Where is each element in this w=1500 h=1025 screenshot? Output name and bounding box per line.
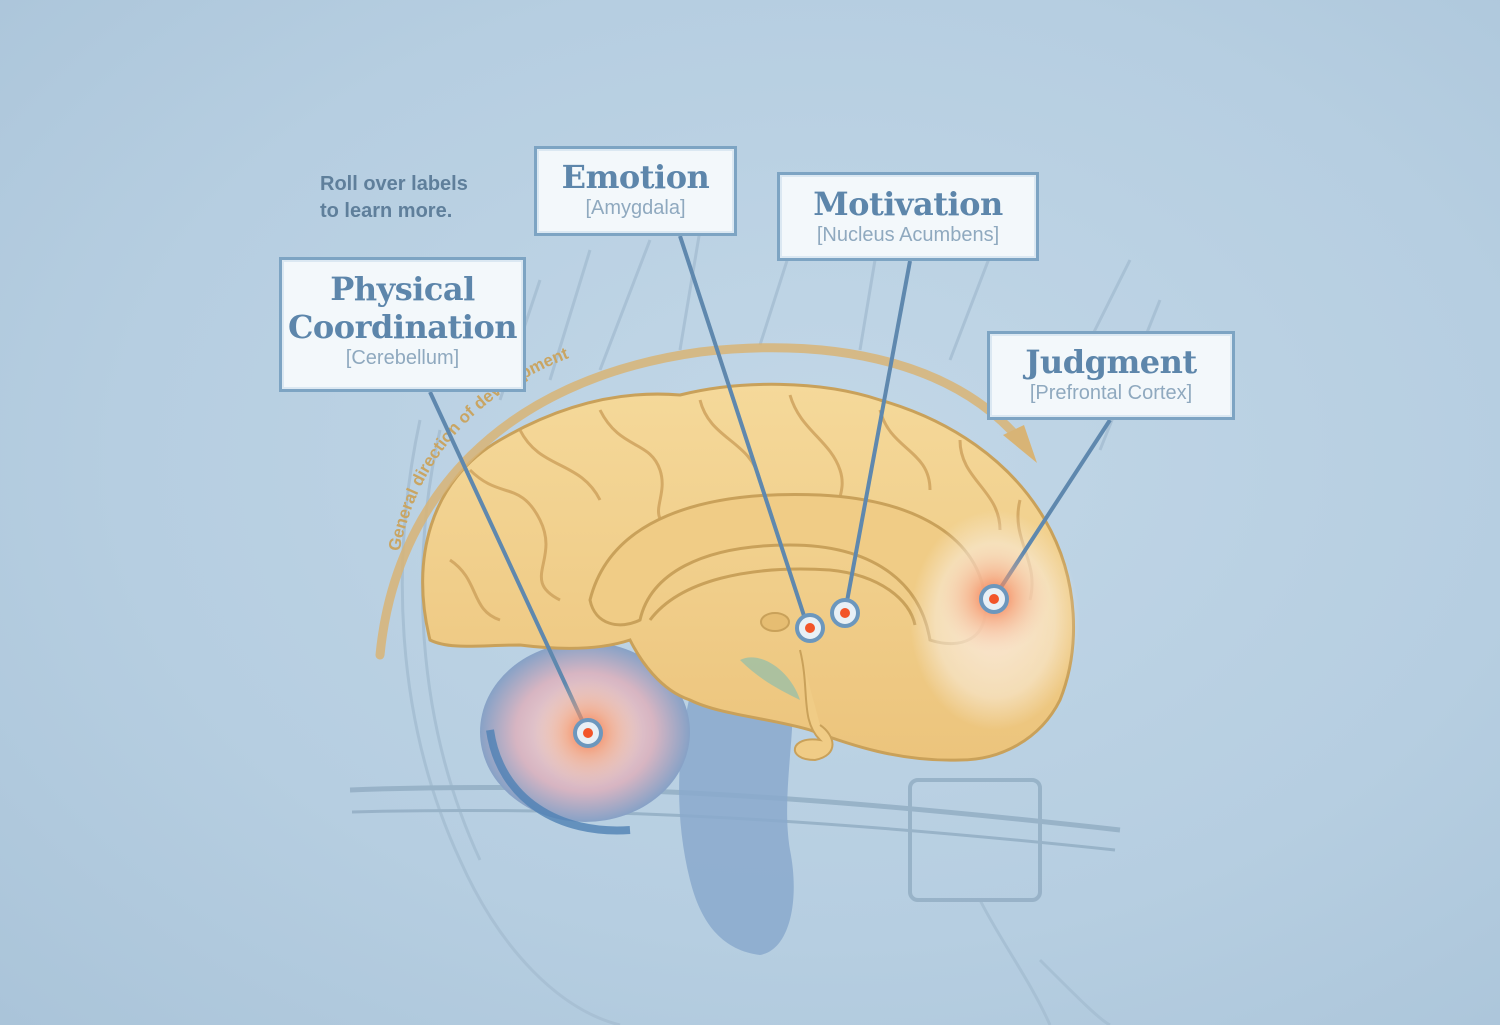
instructions-line-2: to learn more. [320, 200, 453, 222]
label-judgment[interactable]: Judgment [Prefrontal Cortex] [987, 331, 1235, 420]
instructions-line-1: Roll over labels [320, 173, 468, 195]
label-subtitle-nucleus-acumbens: [Nucleus Acumbens] [816, 224, 1000, 246]
label-title-coordination: Coordination [287, 308, 518, 346]
label-motivation[interactable]: Motivation [Nucleus Acumbens] [777, 172, 1039, 261]
leader-line-emotion [678, 235, 810, 629]
label-emotion[interactable]: Emotion [Amygdala] [534, 146, 737, 236]
label-title-physical: Physical [330, 270, 475, 308]
development-arrowhead [1003, 425, 1037, 463]
development-arrow [375, 343, 1025, 660]
brainstem [679, 660, 794, 955]
label-physical-coordination[interactable]: Physical Coordination [Cerebellum] [279, 257, 526, 392]
hotspot-prefrontal [979, 584, 1009, 614]
label-subtitle-amygdala: [Amygdala] [585, 197, 686, 219]
hotspot-cerebellum [573, 718, 603, 748]
hotspot-nucleus-acumbens [830, 598, 860, 628]
label-title-motivation: Motivation [813, 185, 1003, 223]
label-title-emotion: Emotion [561, 158, 710, 196]
label-title-judgment: Judgment [1025, 343, 1197, 381]
label-subtitle-cerebellum: [Cerebellum] [345, 347, 460, 369]
instructions-text: Roll over labels to learn more. [320, 171, 560, 225]
hotspots [533, 543, 1049, 788]
hotspot-amygdala [795, 613, 825, 643]
leader-line-physical [428, 391, 590, 734]
leader-line-motivation [843, 260, 912, 613]
label-subtitle-prefrontal-cortex: [Prefrontal Cortex] [1029, 382, 1193, 404]
